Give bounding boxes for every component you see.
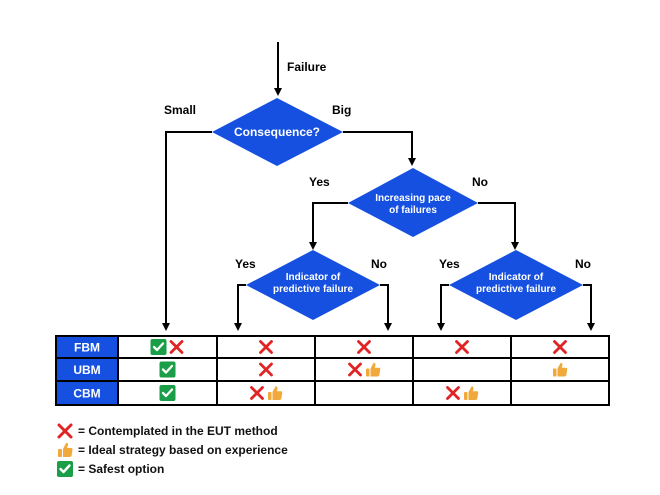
arrow-ind-right-no [583,284,595,331]
table-cell [553,340,567,354]
table-row: FBM [56,336,567,358]
start-label: Failure [287,60,327,74]
arrow-ind-left-yes [234,284,246,331]
indicator-left-line2: predictive failure [273,284,353,295]
consequence-text: Consequence? [234,125,320,139]
thumbs-up-icon [366,362,381,377]
strategy-table: FBM UBM CBM [55,335,610,406]
arrow-ind-right-yes [437,284,449,331]
check-icon [159,385,176,401]
indicator-right-line2: predictive failure [476,284,556,295]
legend-text-thumb: = Ideal strategy based on experience [78,442,288,457]
connector-lines [162,42,595,331]
pace-text-line2: of failures [389,205,437,216]
cross-icon [348,362,362,377]
consequence-diamond: Consequence? [212,98,343,166]
cross-icon [446,386,460,400]
cross-icon [259,362,273,377]
arrow-pace-no [478,202,519,250]
table-cell [259,362,273,377]
cross-icon [455,340,469,354]
indicator-left-line1: Indicator of [286,272,341,283]
consequence-big-label: Big [332,103,351,117]
table-cell [159,385,176,401]
thumbs-up-icon [553,362,568,377]
pace-diamond: Increasing pace of failures [348,168,478,237]
legend-item-check: = Safest option [56,459,288,478]
arrow-big-branch [343,131,416,166]
cross-icon [357,340,371,354]
indicator-right-line1: Indicator of [489,272,544,283]
ind-right-no-label: No [575,257,591,271]
consequence-small-label: Small [164,103,196,117]
table-cell [553,362,568,377]
legend-text-cross: = Contemplated in the EUT method [78,423,278,438]
thumbs-up-icon [268,386,283,400]
table-cell [357,340,371,354]
row-header-label: CBM [73,387,100,401]
table-grid [55,335,610,406]
arrow-ind-left-no [380,284,392,331]
legend-item-cross: = Contemplated in the EUT method [56,421,288,440]
table-cell [250,386,283,400]
legend: = Contemplated in the EUT method = Ideal… [56,421,288,478]
ind-left-yes-label: Yes [235,257,256,271]
check-icon [150,339,167,355]
row-header-label: FBM [74,341,100,355]
cross-icon [57,423,73,438]
legend-item-thumb: = Ideal strategy based on experience [56,440,288,459]
indicator-left-diamond: Indicator of predictive failure [246,250,380,320]
pace-no-label: No [472,175,488,189]
table-row: UBM [56,358,568,381]
row-header-cell [56,358,118,381]
check-icon [57,460,73,477]
table-cell [259,340,273,354]
ind-right-yes-label: Yes [439,257,460,271]
table-cell [455,340,469,354]
cross-icon [250,386,264,400]
row-header-cell [56,336,118,358]
thumbs-up-icon [58,442,73,457]
cross-icon [169,340,184,354]
legend-text-check: = Safest option [78,461,165,476]
table-cell [446,386,479,400]
table-cell [348,362,381,377]
arrow-pace-yes [309,202,348,250]
arrow-small-branch [162,131,212,331]
pace-yes-label: Yes [309,175,330,189]
pace-text-line1: Increasing pace [375,193,451,204]
row-header-label: UBM [73,363,100,377]
ind-left-no-label: No [371,257,387,271]
cross-icon [553,340,567,354]
row-header-cell [56,381,118,405]
table-cell [150,339,184,355]
thumbs-up-icon [464,386,479,400]
cross-icon [259,340,273,354]
indicator-right-diamond: Indicator of predictive failure [449,250,583,320]
table-cell [159,361,176,378]
check-icon [159,361,176,378]
table-row: CBM [56,381,479,405]
